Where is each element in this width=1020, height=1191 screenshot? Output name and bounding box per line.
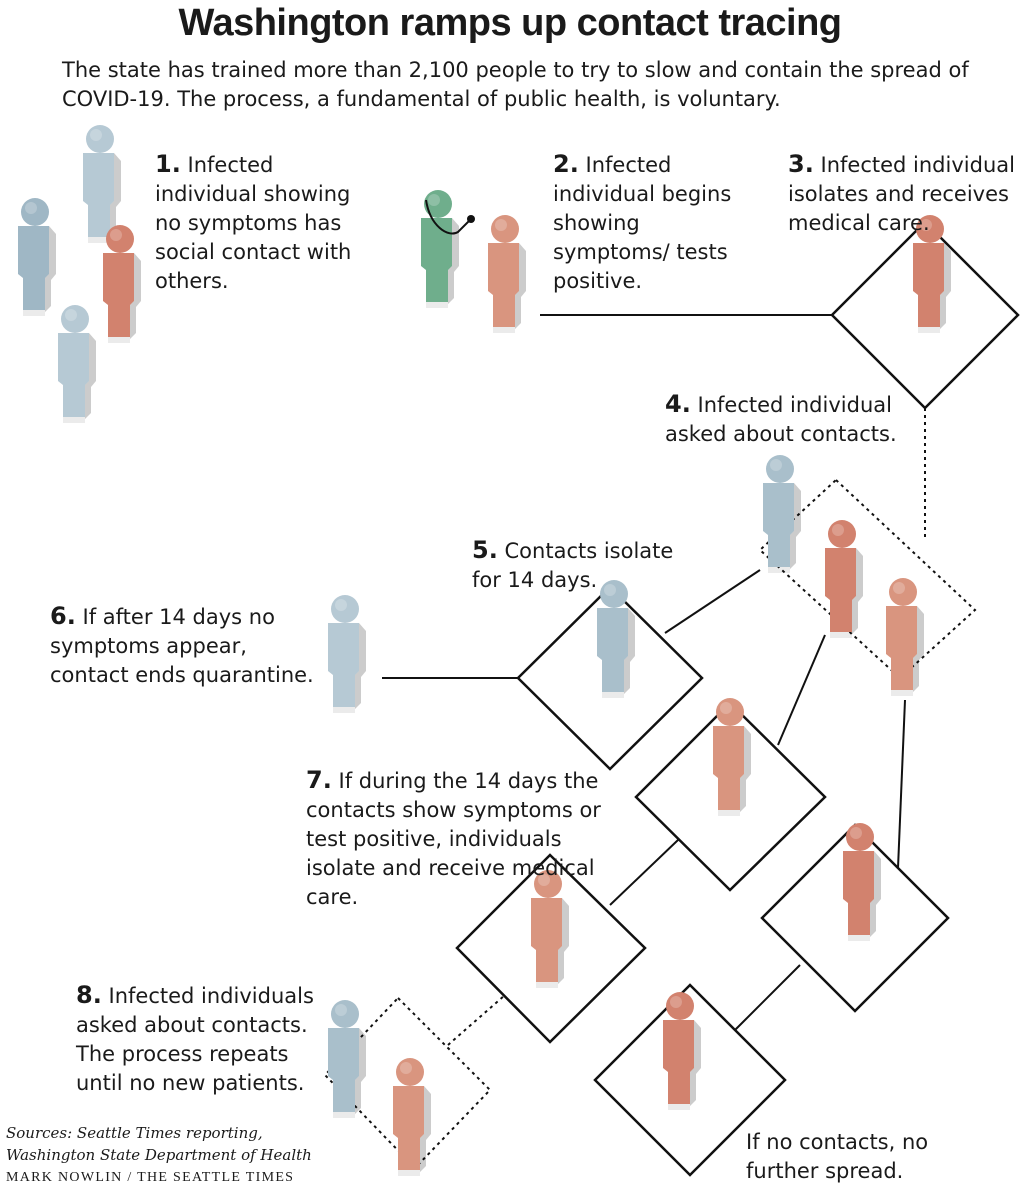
person-figure-infected (886, 578, 924, 696)
person-figure-healthy (18, 198, 56, 316)
stethoscope-icon (467, 215, 475, 223)
step-5: 5. Contacts isolate for 14 days. (472, 536, 687, 595)
step-text: Infected individual isolates and receive… (788, 153, 1015, 235)
person-figure-infected (393, 1058, 431, 1176)
person-figure-infected (843, 823, 881, 941)
step-text: Infected individual begins showing sympt… (553, 153, 732, 293)
step-7: 7. If during the 14 days the contacts sh… (306, 766, 631, 912)
step-2: 2. Infected individual begins showing sy… (553, 150, 753, 296)
step-number: 5. (472, 536, 498, 564)
chart-subtitle: The state has trained more than 2,100 pe… (62, 58, 969, 111)
person-figure-infected (488, 215, 526, 333)
step-text: If after 14 days no symptoms appear, con… (50, 605, 314, 687)
step-number: 7. (306, 766, 332, 794)
step-number: 4. (665, 390, 691, 418)
person-figure-infected (713, 698, 751, 816)
figures (18, 125, 951, 1176)
person-figure-healthy (58, 305, 96, 423)
step-text: Contacts isolate for 14 days. (472, 539, 674, 592)
step-number: 1. (155, 150, 181, 178)
step-text: Infected individual asked about contacts… (665, 393, 897, 446)
step-text: If during the 14 days the contacts show … (306, 769, 601, 909)
connector-lines (382, 314, 906, 1031)
chart-title: Washington ramps up contact tracing (178, 2, 842, 44)
step-3: 3. Infected individual isolates and rece… (788, 150, 1020, 238)
step-1: 1. Infected individual showing no sympto… (155, 150, 375, 296)
step-number: 2. (553, 150, 579, 178)
isolation-diamonds (455, 220, 1020, 1177)
credit-line: MARK NOWLIN / THE SEATTLE TIMES (6, 1170, 295, 1185)
step-number: 3. (788, 150, 814, 178)
step-text: Infected individual showing no symptoms … (155, 153, 352, 293)
diamond-step4 (758, 478, 977, 680)
step-text: Infected individuals asked about contact… (76, 984, 314, 1095)
step-8: 8. Infected individuals asked about cont… (76, 981, 334, 1098)
person-figure-healthy (763, 455, 801, 573)
source-note: Sources: Seattle Times reporting, Washin… (6, 1124, 312, 1164)
step-number: 8. (76, 981, 102, 1009)
step-number: 6. (50, 602, 76, 630)
person-figure-infected (103, 225, 141, 343)
dotted-connector-lines (447, 408, 926, 1046)
person-figure-healthy (328, 595, 366, 713)
person-figure-healthy (597, 580, 635, 698)
stethoscope-icon (425, 199, 471, 235)
end-note: If no contacts, no further spread. (746, 1130, 929, 1183)
step-6: 6. If after 14 days no symptoms appear, … (50, 602, 330, 690)
person-figure-healthy (83, 125, 121, 243)
step-4: 4. Infected individual asked about conta… (665, 390, 910, 449)
person-figure-infected (825, 520, 863, 638)
